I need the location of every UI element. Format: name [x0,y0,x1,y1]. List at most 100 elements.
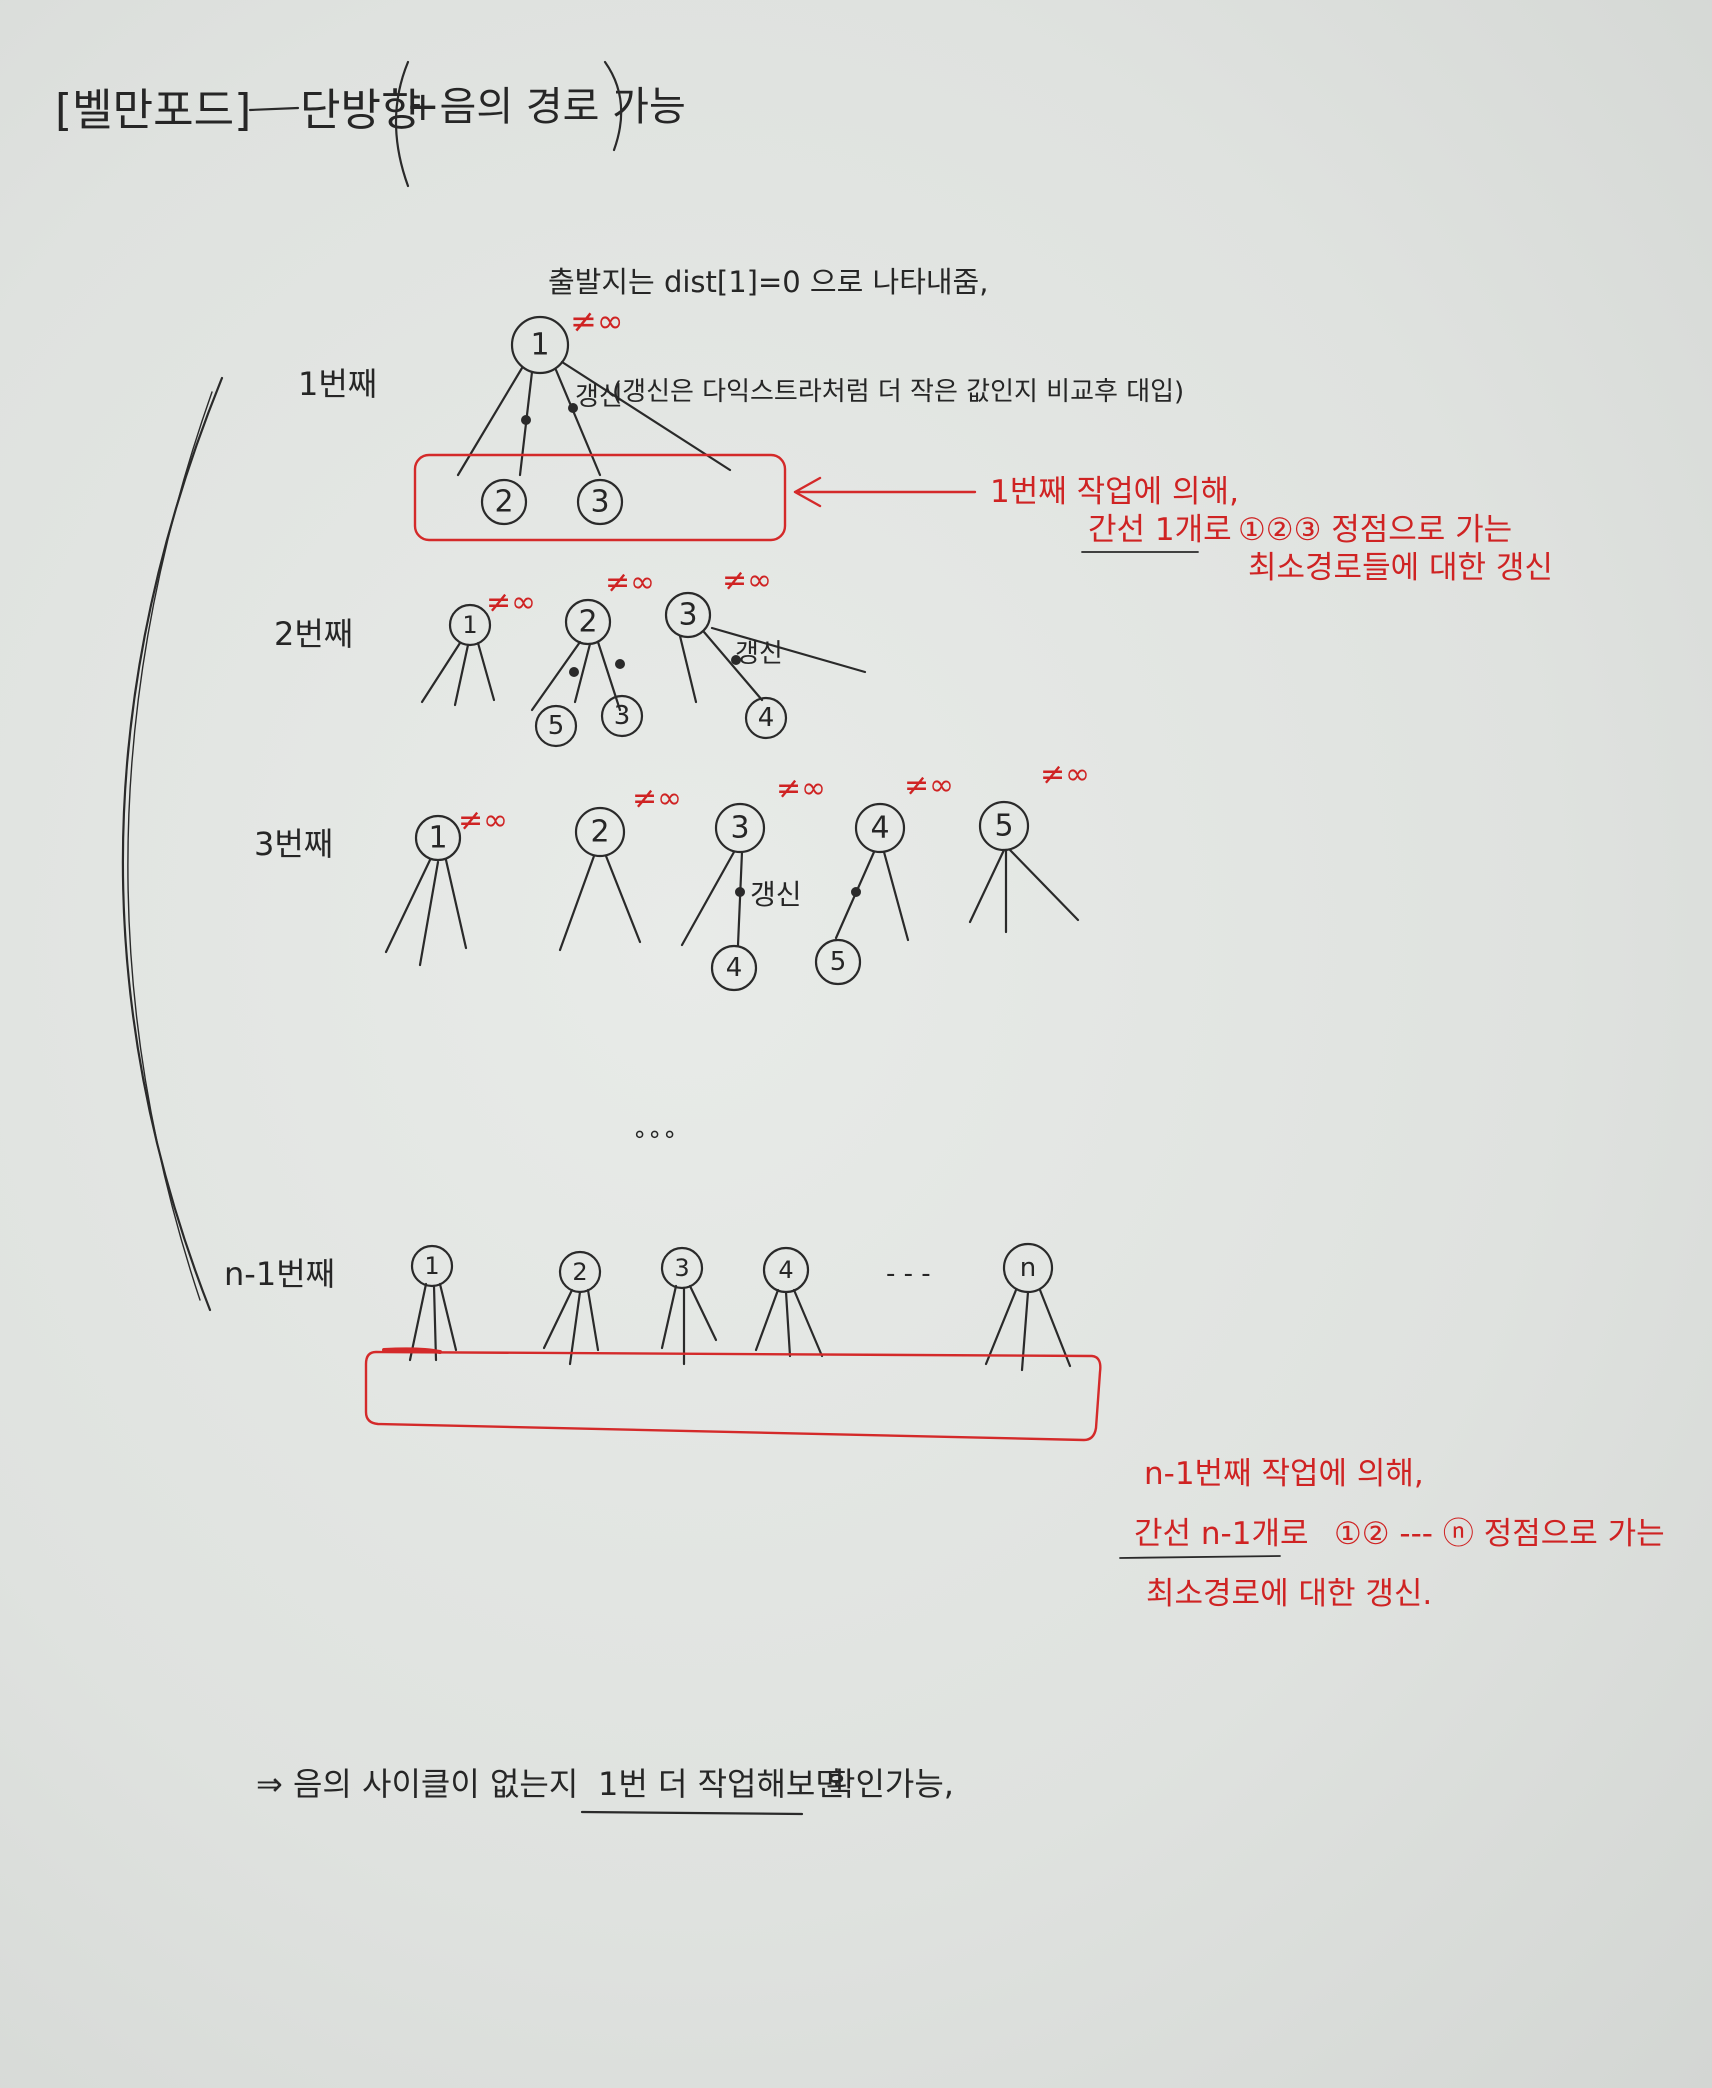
edge-dot [568,403,578,413]
edge-lines [384,858,468,967]
edge-lines [834,850,910,942]
round-n-1-highlight-box [364,1350,1102,1442]
infinity-mark: ≠∞ [458,803,508,838]
round-1-graph: 1 ≠∞ 갱신 (갱신은 다익스트라처럼 더 작은 값인지 비교후 대입) 2 … [413,302,1184,542]
node-circle [564,598,612,646]
edge-dot [521,415,531,425]
conclusion-suffix: 확인가능, [826,1765,954,1803]
node-label: 3 [678,598,697,633]
edge-lines [680,850,744,947]
title-dash [248,106,300,112]
node-circle [576,478,624,526]
node-circle [574,806,626,858]
ellipsis-dashes: - - - [886,1259,931,1289]
node-label: 1 [428,821,447,856]
node-label: 4 [870,811,889,846]
round-label-n-1: n-1번째 [224,1255,335,1293]
edge-lines [660,1284,718,1366]
infinity-mark: ≠∞ [605,565,655,600]
round-label-1: 1번째 [298,365,377,403]
start-note: 출발지는 dist[1]=0 으로 나타내줌, [548,265,988,299]
node-circle [448,603,492,647]
annotation-2-line2: ①② --- ⓝ 정점으로 가는 [1334,1516,1665,1552]
annotation-1-underlined: 간선 1개로 [1088,512,1232,548]
conclusion: ⇒ 음의 사이클이 없는지 1번 더 작업해보면 확인가능, [256,1765,954,1816]
annotation-2-underlined: 간선 n-1개로 [1134,1516,1309,1552]
node-circle [854,802,906,854]
edge-dot [851,887,861,897]
round-label-2: 2번째 [274,615,353,653]
paren-close [603,60,623,152]
annotation-1-line3: 최소경로들에 대한 갱신 [1248,550,1553,586]
round-label-3: 3번째 [254,825,333,863]
conclusion-prefix: ⇒ 음의 사이클이 없는지 [256,1765,578,1803]
infinity-mark: ≠∞ [1040,757,1090,792]
node-label: 3 [590,485,609,520]
edge-lines [558,854,642,952]
conclusion-underlined: 1번 더 작업해보면 [598,1765,845,1803]
node-circle [534,704,578,748]
annotation-1-line2: ①②③ 정점으로 가는 [1238,512,1512,548]
underline [1119,1555,1281,1559]
annotation-1: 1번째 작업에 의해, 간선 1개로 ①②③ 정점으로 가는 최소경로들에 대한… [990,474,1553,586]
node-label: 2 [578,605,597,640]
node-circle [714,802,766,854]
node-label: 5 [548,711,565,741]
node-label: 4 [778,1256,793,1284]
edge-dot [731,655,741,665]
infinity-mark: ≠∞ [486,585,536,620]
node-label: 5 [994,809,1013,844]
node-label: 2 [572,1258,587,1286]
infinity-mark: ≠∞ [570,302,623,340]
update-word: 갱신 [575,382,623,412]
infinity-mark: ≠∞ [904,768,954,803]
annotation-2-line1: n-1번째 작업에 의해, [1144,1456,1424,1492]
node-circle [480,478,528,526]
update-word: 갱신 [750,878,802,911]
edge-lines [678,626,867,704]
annotation-2: n-1번째 작업에 의해, 간선 n-1개로 ①② --- ⓝ 정점으로 가는 … [1119,1456,1665,1612]
node-circle [660,1246,704,1290]
edge-lines [984,1288,1072,1372]
round-2-graph: 1 ≠∞ 2 ≠∞ 5 3 3 ≠∞ 갱신 4 [420,563,867,748]
edge-lines [408,1282,458,1362]
node-label: 1 [530,328,549,363]
edge-lines [420,641,496,707]
ellipsis-dots: ∘∘∘ [632,1120,677,1148]
node-label: 4 [758,703,775,733]
node-circle [814,938,862,986]
node-circle [710,944,758,992]
edge-dot [569,667,579,677]
node-circle [410,1244,454,1288]
round-n-1-graph: 1 2 3 4 - - - n [364,1242,1102,1442]
node-circle [414,814,462,862]
title-note: +음의 경로 가능 [406,84,686,130]
underline [580,1810,804,1816]
infinity-mark: ≠∞ [632,781,682,816]
edge-lines [754,1288,824,1358]
node-label: 1 [462,611,477,639]
page-subtitle: 단방향 [300,85,421,136]
annotation-arrow [793,476,977,508]
node-label: 1 [424,1252,439,1280]
edge-dot [735,887,745,897]
annotation-1-line1: 1번째 작업에 의해, [990,474,1239,510]
edge-dot [615,659,625,669]
round-3-graph: 1 ≠∞ 2 ≠∞ 3 ≠∞ 갱신 4 4 ≠∞ 5 5 ≠∞ [384,757,1090,992]
update-word: 갱신 [735,639,783,669]
node-circle [510,315,570,375]
node-circle [600,694,644,738]
round-1-highlight-box [413,453,787,542]
node-label: 5 [830,947,847,977]
edge-lines [530,640,622,712]
node-label: 2 [590,815,609,850]
paren-open [394,60,410,188]
node-label: 3 [614,701,631,731]
edge-lines [968,848,1080,934]
node-label: 2 [494,485,513,520]
infinity-mark: ≠∞ [776,771,826,806]
page-title: [벨만포드] [55,85,251,136]
node-label: 4 [726,953,743,983]
